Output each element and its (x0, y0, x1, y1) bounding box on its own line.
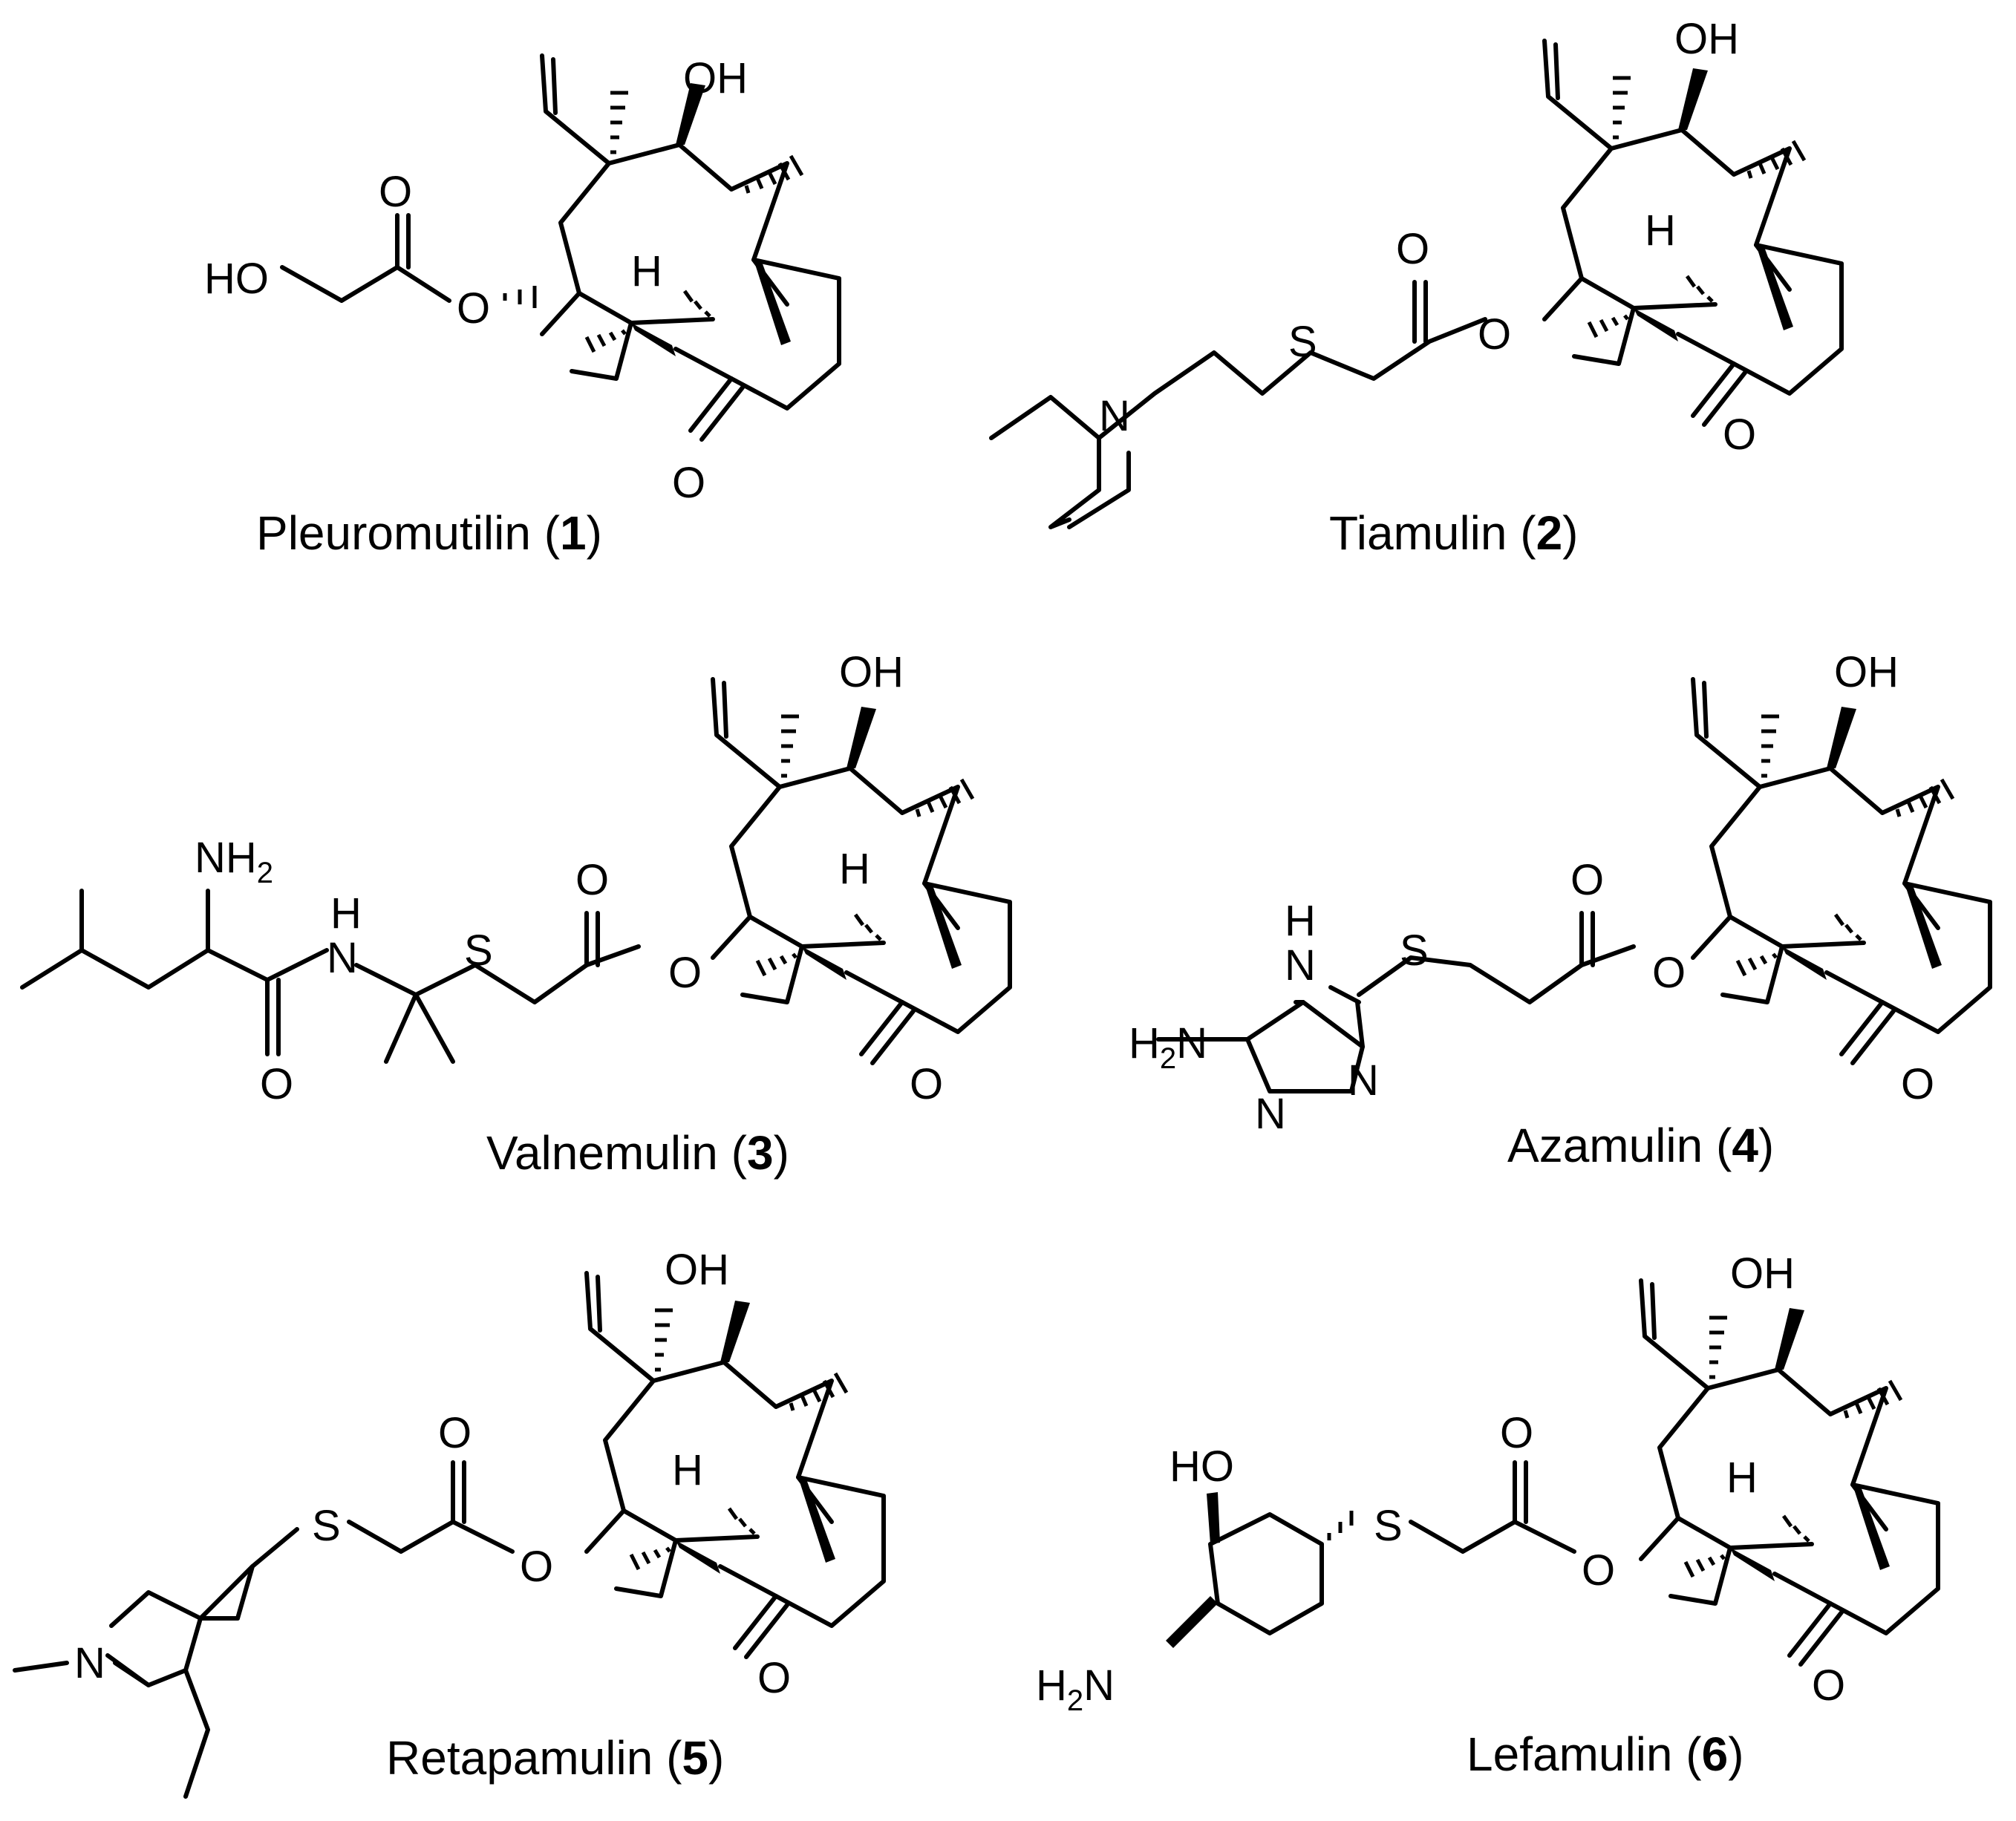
carbonyl-oxygen-label: O (438, 1409, 472, 1457)
sulfur-label: S (1400, 926, 1429, 975)
ketone-oxygen-label: O (1812, 1661, 1845, 1710)
amide-nitrogen-label: N (327, 934, 358, 982)
sulfur-label: S (464, 926, 493, 975)
hydroxyl-label: OH (683, 54, 748, 102)
ketone-oxygen-label: O (1901, 1060, 1934, 1108)
ketone-oxygen-label: O (1723, 411, 1756, 459)
carbonyl-oxygen-label: O (1396, 225, 1429, 273)
caption-pleuromutilin: Pleuromutilin (1) (256, 506, 602, 560)
compound-valnemulin: NH2 N H O S O O OH H O Valnemulin (3) (20, 648, 1010, 1180)
ester-oxygen-label: O (1652, 949, 1686, 997)
compound-retapamulin: N S O O OH H O Retapamulin (5) (13, 1246, 884, 1799)
ketone-oxygen-label: O (910, 1060, 943, 1108)
hydrogen-label: H (1726, 1454, 1758, 1502)
amino-label: H2N (1036, 1661, 1115, 1717)
hydroxyl-label: OH (1834, 648, 1899, 696)
triazole-nitrogen-2-label: N (1348, 1056, 1379, 1105)
caption-valnemulin: Valnemulin (3) (486, 1126, 789, 1180)
amino-label: H2N (1129, 1019, 1207, 1075)
carbonyl-oxygen-label: O (1500, 1409, 1533, 1457)
sulfur-label: S (312, 1502, 341, 1550)
ester-oxygen-label: O (520, 1543, 553, 1591)
nitrogen-label: N (1099, 392, 1130, 440)
ester-oxygen-label: O (1582, 1546, 1615, 1595)
hydroxyl-label: OH (665, 1246, 729, 1294)
caption-azamulin: Azamulin (4) (1507, 1119, 1774, 1172)
carbonyl-oxygen-label: O (575, 856, 609, 904)
compound-tiamulin: O O S N OH H O Tiamulin (2) (989, 15, 1842, 560)
compound-lefamulin: HO H2N S O O OH H O Lefamulin (6) (1036, 1249, 1938, 1781)
compound-pleuromutilin: HO O O OH H O Pleuromutilin (1) (204, 54, 839, 560)
caption-retapamulin: Retapamulin (5) (386, 1731, 724, 1785)
sulfur-label: S (1288, 318, 1317, 366)
carbonyl-oxygen-label: O (379, 168, 412, 216)
hydroxy-label: HO (1170, 1442, 1234, 1491)
ester-oxygen-label: O (668, 949, 702, 997)
compound-azamulin: H2N H N N N S O O OH O Azamulin (4) (1129, 648, 1990, 1172)
caption-tiamulin: Tiamulin (2) (1329, 506, 1578, 560)
hydrogen-label: H (1645, 206, 1676, 255)
ketone-oxygen-label: O (757, 1654, 791, 1702)
hydroxyl-label: OH (1730, 1249, 1795, 1298)
nitrogen-label: N (74, 1639, 105, 1687)
triazole-nitrogen-1-label: N (1285, 941, 1316, 990)
ester-oxygen-label: O (457, 284, 490, 333)
triazole-hydrogen-label: H (1285, 897, 1316, 945)
caption-lefamulin: Lefamulin (6) (1467, 1727, 1744, 1781)
hydrogen-label: H (672, 1446, 703, 1494)
hydroxyl-label: OH (1674, 15, 1739, 63)
ester-oxygen-label: O (1478, 310, 1511, 359)
amide-hydrogen-label: H (330, 889, 362, 938)
ketone-oxygen-label: O (672, 459, 705, 507)
ho-label: HO (204, 255, 269, 303)
carbonyl-oxygen-label: O (1570, 856, 1604, 904)
hydrogen-label: H (631, 247, 662, 295)
amine-label: NH2 (195, 834, 273, 889)
triazole-nitrogen-3-label: N (1255, 1090, 1286, 1138)
amide-oxygen-label: O (260, 1060, 293, 1108)
sulfur-label: S (1374, 1502, 1403, 1550)
hydrogen-label: H (839, 845, 870, 893)
hydroxyl-label: OH (839, 648, 904, 696)
